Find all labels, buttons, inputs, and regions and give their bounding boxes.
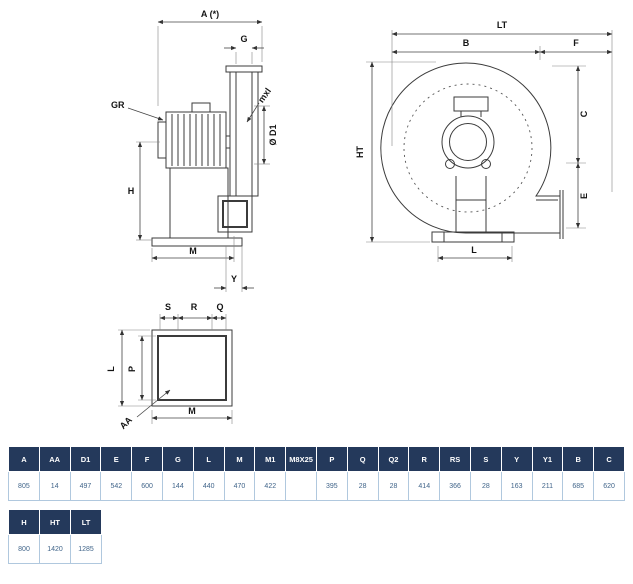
dim-label-lt: LT bbox=[497, 20, 508, 30]
table-value-cell: 542 bbox=[100, 471, 133, 501]
table-value-cell: 620 bbox=[593, 471, 625, 501]
dim-label-gr: GR bbox=[111, 100, 125, 110]
dim-label-ht: HT bbox=[355, 146, 365, 158]
table-value-cell: 211 bbox=[531, 471, 564, 501]
table-value-cell: 800 bbox=[8, 534, 40, 564]
table-value-cell: 497 bbox=[69, 471, 102, 501]
table-header-cell: E bbox=[100, 446, 133, 472]
table-header-cell: B bbox=[562, 446, 595, 472]
dim-label-a: A (*) bbox=[201, 9, 219, 19]
table-header-cell: H bbox=[8, 509, 40, 535]
table-value-cell: 414 bbox=[408, 471, 441, 501]
table-header-cell: M8X25 bbox=[285, 446, 317, 472]
dim-label-r: R bbox=[191, 302, 198, 312]
dim-label-q: Q bbox=[216, 302, 223, 312]
dim-label-l-bottom: L bbox=[106, 366, 116, 372]
table-header-cell: LT bbox=[70, 509, 102, 535]
table-value-cell: 144 bbox=[161, 471, 194, 501]
table-value-cell: 163 bbox=[500, 471, 533, 501]
table-header-cell: Y bbox=[500, 446, 533, 472]
table-value-cell: 395 bbox=[315, 471, 348, 501]
table-value-cell: 1285 bbox=[70, 534, 102, 564]
table-value-cell: 470 bbox=[223, 471, 256, 501]
table-header-cell: Q2 bbox=[377, 446, 410, 472]
front-view-geometry bbox=[380, 62, 564, 243]
table-value-cell: 28 bbox=[346, 471, 379, 501]
table-value-cell: 805 bbox=[8, 471, 40, 501]
dim-label-d1: Ø D1 bbox=[268, 124, 278, 145]
table-value-cell: 366 bbox=[439, 471, 471, 501]
dim-label-f: F bbox=[573, 38, 579, 48]
table-header-cell: R bbox=[408, 446, 441, 472]
table-value-cell: 422 bbox=[254, 471, 287, 501]
table-header-cell: S bbox=[469, 446, 502, 472]
table-header-cell: RS bbox=[439, 446, 471, 472]
table-header-cell: AA bbox=[38, 446, 71, 472]
side-view-geometry bbox=[151, 65, 263, 247]
table-header-cell: G bbox=[161, 446, 194, 472]
table-value-cell: 600 bbox=[131, 471, 163, 501]
table-value-cell bbox=[285, 471, 317, 501]
side-view-dimensions: A (*) G GR mxl Ø D1 H bbox=[111, 9, 278, 292]
table-value-cell: 14 bbox=[38, 471, 71, 501]
table-header-cell: A bbox=[8, 446, 40, 472]
table-header-cell: HT bbox=[39, 509, 71, 535]
table-header-cell: P bbox=[315, 446, 348, 472]
dim-label-p: P bbox=[127, 366, 137, 372]
dim-label-l-front: L bbox=[471, 245, 477, 255]
table-header-cell: M bbox=[223, 446, 256, 472]
dim-label-aa: AA bbox=[118, 414, 135, 431]
table-header-cell: Q bbox=[346, 446, 379, 472]
front-view-dimensions: LT B F HT C E L bbox=[355, 20, 613, 262]
table-value-cell: 28 bbox=[469, 471, 502, 501]
bottom-view-geometry bbox=[151, 329, 233, 407]
dim-label-m-bottom: M bbox=[188, 406, 196, 416]
dim-label-b: B bbox=[463, 38, 470, 48]
table-header-cell: C bbox=[593, 446, 625, 472]
table-value-cell: 28 bbox=[377, 471, 410, 501]
dim-label-s: S bbox=[165, 302, 171, 312]
dim-label-m-side: M bbox=[189, 246, 197, 256]
dim-label-y: Y bbox=[231, 274, 237, 284]
fan-dimension-drawing: A (*) G GR mxl Ø D1 H bbox=[106, 9, 613, 431]
bottom-view-dimensions: S R Q L P M AA bbox=[106, 302, 233, 431]
dim-label-mxl: mxl bbox=[256, 86, 273, 104]
dim-label-h: H bbox=[128, 186, 135, 196]
dim-label-e: E bbox=[579, 193, 589, 199]
table-header-cell: F bbox=[131, 446, 163, 472]
fan-datasheet-page: A (*) G GR mxl Ø D1 H bbox=[0, 9, 633, 564]
dim-label-g: G bbox=[240, 34, 247, 44]
dim-label-c: C bbox=[579, 110, 589, 117]
table-header-cell: Y1 bbox=[531, 446, 564, 472]
table-value-cell: 685 bbox=[562, 471, 595, 501]
table-header-cell: M1 bbox=[254, 446, 287, 472]
table-header-cell: D1 bbox=[69, 446, 102, 472]
table-header-cell: L bbox=[192, 446, 225, 472]
table-value-cell: 1420 bbox=[39, 534, 71, 564]
table-value-cell: 440 bbox=[192, 471, 225, 501]
